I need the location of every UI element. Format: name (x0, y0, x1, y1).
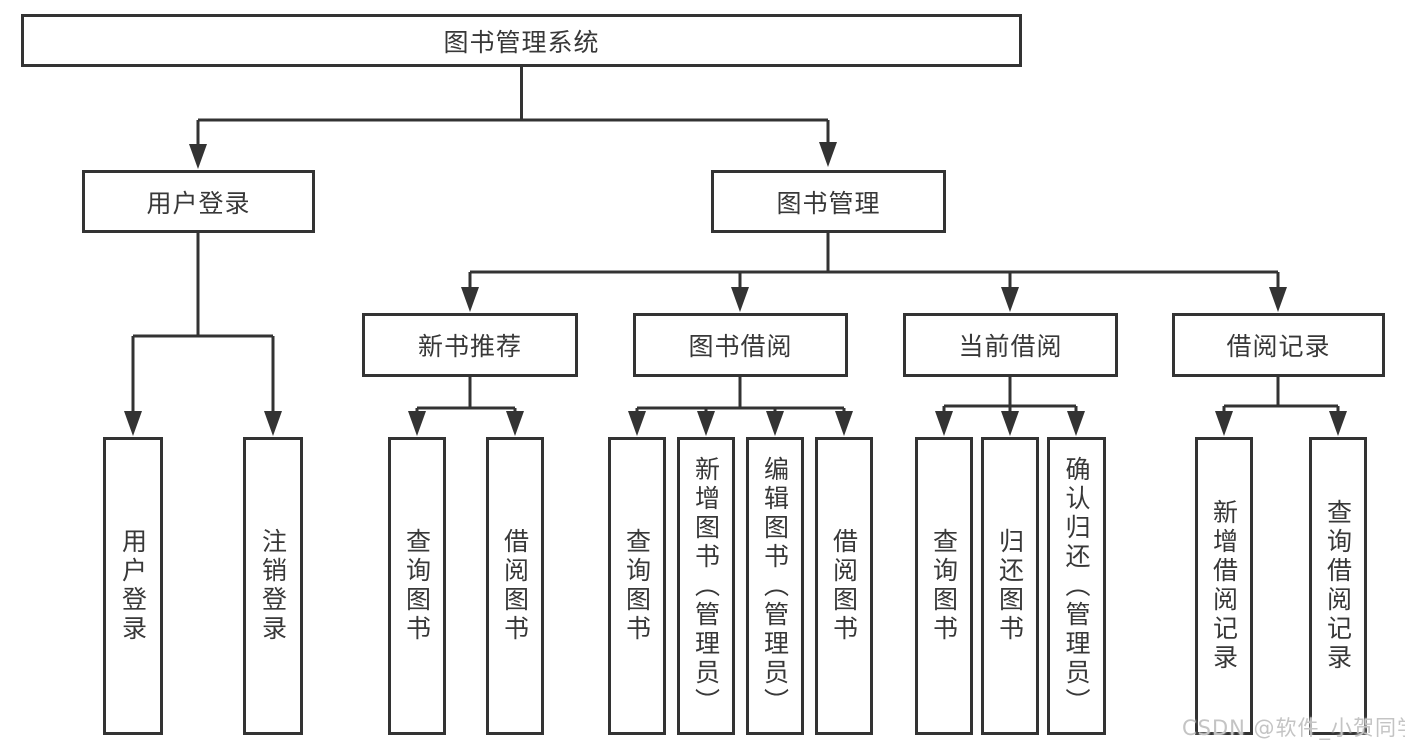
arrow-down-icon (1001, 411, 1019, 436)
arrow-down-icon (1067, 411, 1085, 436)
leaf-add-book-admin: 新增图书（管理员） (677, 437, 735, 735)
leaf-add-borrow-record: 新增借阅记录 (1195, 437, 1253, 735)
node-book-borrowing: 图书借阅 (633, 313, 848, 377)
leaf-query-books-borrowing: 查询图书 (608, 437, 666, 735)
node-book-management: 图书管理 (711, 170, 946, 233)
arrow-down-icon (506, 411, 524, 436)
leaf-user-login: 用户登录 (103, 437, 163, 735)
node-new-book-recommend: 新书推荐 (362, 313, 578, 377)
arrow-down-icon (408, 411, 426, 436)
arrow-down-icon (1001, 287, 1019, 312)
leaf-query-borrow-record: 查询借阅记录 (1309, 437, 1367, 735)
arrow-down-icon (697, 411, 715, 436)
arrow-down-icon (264, 411, 282, 436)
arrow-down-icon (1329, 411, 1347, 436)
arrow-down-icon (766, 411, 784, 436)
leaf-return-books: 归还图书 (981, 437, 1039, 735)
leaf-borrow-books-recommend: 借阅图书 (486, 437, 544, 735)
arrow-down-icon (628, 411, 646, 436)
leaf-logout: 注销登录 (243, 437, 303, 735)
node-current-borrowing: 当前借阅 (903, 313, 1118, 377)
node-user-login: 用户登录 (82, 170, 315, 233)
arrow-down-icon (124, 411, 142, 436)
arrow-down-icon (189, 144, 207, 169)
leaf-edit-book-admin: 编辑图书（管理员） (746, 437, 804, 735)
leaf-query-books-recommend: 查询图书 (388, 437, 446, 735)
arrow-down-icon (935, 411, 953, 436)
arrow-down-icon (835, 411, 853, 436)
arrow-down-icon (819, 142, 837, 167)
arrow-down-icon (1269, 287, 1287, 312)
arrow-down-icon (1215, 411, 1233, 436)
arrow-down-icon (461, 287, 479, 312)
leaf-confirm-return-admin: 确认归还（管理员） (1047, 437, 1106, 735)
node-borrowing-records: 借阅记录 (1172, 313, 1385, 377)
node-root: 图书管理系统 (21, 14, 1022, 67)
arrow-down-icon (731, 287, 749, 312)
leaf-query-books-current: 查询图书 (915, 437, 973, 735)
watermark: CSDN @软件_小贺同学 (1182, 716, 1405, 740)
leaf-borrow-books: 借阅图书 (815, 437, 873, 735)
